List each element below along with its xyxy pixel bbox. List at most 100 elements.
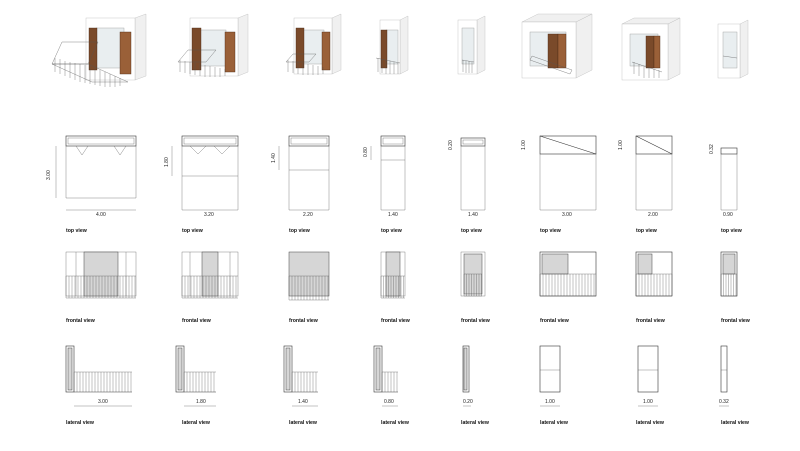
lateral-view-7 bbox=[637, 345, 659, 407]
lateral-view-6-label: lateral view bbox=[540, 420, 569, 426]
frontal-railing-4 bbox=[380, 275, 405, 299]
top-view-labels: top view top view top view top view top … bbox=[66, 228, 743, 234]
frontal-view-2 bbox=[181, 251, 239, 299]
lateral-view-6 bbox=[539, 345, 561, 407]
frontal-railing-7 bbox=[635, 273, 673, 297]
3d-view-7 bbox=[621, 17, 681, 81]
top-view-7-width: 2.00 bbox=[648, 212, 658, 218]
lateral-view-3-depth: 1.40 bbox=[298, 399, 308, 405]
lateral-view-8 bbox=[719, 345, 729, 407]
3d-view-5 bbox=[457, 15, 486, 75]
top-view-3-depth: 1.40 bbox=[271, 153, 277, 163]
top-view-7 bbox=[635, 135, 673, 211]
top-view-8-label: top view bbox=[721, 228, 743, 234]
frontal-view-3 bbox=[288, 251, 330, 301]
top-view-5-width: 1.40 bbox=[468, 212, 478, 218]
top-view-7-label: top view bbox=[636, 228, 658, 234]
top-view-5-depth: 0.20 bbox=[448, 140, 454, 150]
lateral-railing-2 bbox=[183, 371, 216, 393]
top-view-8 bbox=[720, 147, 738, 211]
top-view-4-depth: 0.80 bbox=[363, 147, 369, 157]
frontal-railing-1 bbox=[65, 275, 136, 299]
frontal-view-8-label: frontal view bbox=[721, 318, 751, 324]
frontal-view-1-label: frontal view bbox=[66, 318, 96, 324]
top-view-4-label: top view bbox=[381, 228, 403, 234]
frontal-view-6 bbox=[539, 251, 597, 297]
top-view-1-label: top view bbox=[66, 228, 88, 234]
lateral-view-4-label: lateral view bbox=[381, 420, 410, 426]
top-view-2-depth: 1.80 bbox=[164, 157, 170, 167]
3d-view-3 bbox=[285, 13, 342, 75]
lateral-dimensions: 3.00 1.80 1.40 0.80 0.20 1.00 1.00 0.32 bbox=[98, 399, 729, 405]
lateral-railing-4 bbox=[381, 371, 398, 393]
top-view-1-depth: 3.00 bbox=[46, 170, 52, 180]
frontal-railing-8 bbox=[720, 273, 737, 297]
top-view-3-width: 2.20 bbox=[303, 212, 313, 218]
lateral-view-7-depth: 1.00 bbox=[643, 399, 653, 405]
lateral-view-5 bbox=[462, 345, 471, 407]
top-view-5 bbox=[460, 137, 486, 211]
lateral-view-1-depth: 3.00 bbox=[98, 399, 108, 405]
row-lateral-views bbox=[65, 345, 729, 407]
frontal-view-1 bbox=[65, 251, 137, 299]
top-view-6-label: top view bbox=[540, 228, 562, 234]
lateral-view-5-depth: 0.20 bbox=[463, 399, 473, 405]
top-view-8-depth: 0.32 bbox=[709, 144, 715, 154]
3d-view-1 bbox=[51, 13, 147, 87]
top-view-3 bbox=[278, 135, 330, 211]
lateral-view-8-depth: 0.32 bbox=[719, 399, 729, 405]
frontal-view-5 bbox=[460, 251, 486, 297]
top-view-6 bbox=[539, 135, 597, 211]
frontal-railing-2 bbox=[181, 275, 238, 299]
lateral-railing-1 bbox=[73, 371, 132, 393]
3d-view-6 bbox=[521, 13, 593, 79]
top-view-2-width: 3.20 bbox=[204, 212, 214, 218]
lateral-view-2-depth: 1.80 bbox=[196, 399, 206, 405]
lateral-view-8-label: lateral view bbox=[721, 420, 750, 426]
top-view-dimensions: 3.00 4.00 1.80 3.20 1.40 2.20 0.80 1.40 … bbox=[46, 140, 733, 218]
lateral-view-2 bbox=[175, 345, 216, 407]
3d-view-8 bbox=[717, 19, 749, 79]
lateral-view-4-depth: 0.80 bbox=[384, 399, 394, 405]
top-view-8-width: 0.90 bbox=[723, 212, 733, 218]
frontal-railing-6 bbox=[539, 273, 596, 297]
top-view-4 bbox=[370, 135, 406, 211]
top-view-3-label: top view bbox=[289, 228, 311, 234]
frontal-view-6-label: frontal view bbox=[540, 318, 570, 324]
frontal-view-4 bbox=[380, 251, 406, 299]
frontal-railing-3 bbox=[288, 275, 329, 301]
top-view-6-width: 3.00 bbox=[562, 212, 572, 218]
top-view-2 bbox=[171, 135, 239, 211]
frontal-view-5-label: frontal view bbox=[461, 318, 491, 324]
top-view-2-label: top view bbox=[182, 228, 204, 234]
top-view-4-width: 1.40 bbox=[388, 212, 398, 218]
3d-view-4 bbox=[375, 15, 409, 75]
frontal-view-7 bbox=[635, 251, 673, 297]
top-view-7-depth: 1.00 bbox=[618, 140, 624, 150]
top-view-1-width: 4.00 bbox=[96, 212, 106, 218]
lateral-view-1 bbox=[65, 345, 132, 407]
top-view-5-label: top view bbox=[461, 228, 483, 234]
row-frontal-views bbox=[65, 251, 738, 301]
row-top-views bbox=[55, 135, 738, 211]
lateral-view-3 bbox=[283, 345, 318, 407]
lateral-view-6-depth: 1.00 bbox=[545, 399, 555, 405]
frontal-view-2-label: frontal view bbox=[182, 318, 212, 324]
frontal-view-4-label: frontal view bbox=[381, 318, 411, 324]
frontal-railing-5 bbox=[463, 273, 482, 297]
lateral-railing-3 bbox=[291, 371, 318, 393]
lateral-view-1-label: lateral view bbox=[66, 420, 95, 426]
3d-view-2 bbox=[177, 13, 249, 77]
frontal-view-labels: frontal view frontal view frontal view f… bbox=[66, 318, 751, 324]
lateral-view-5-label: lateral view bbox=[461, 420, 490, 426]
row-3d-views bbox=[51, 13, 749, 87]
lateral-view-2-label: lateral view bbox=[182, 420, 211, 426]
frontal-view-7-label: frontal view bbox=[636, 318, 666, 324]
frontal-view-3-label: frontal view bbox=[289, 318, 319, 324]
frontal-view-8 bbox=[720, 251, 738, 297]
top-view-6-depth: 1.00 bbox=[521, 140, 527, 150]
lateral-view-4 bbox=[373, 345, 398, 407]
lateral-view-labels: lateral view lateral view lateral view l… bbox=[66, 420, 750, 426]
lateral-view-7-label: lateral view bbox=[636, 420, 665, 426]
